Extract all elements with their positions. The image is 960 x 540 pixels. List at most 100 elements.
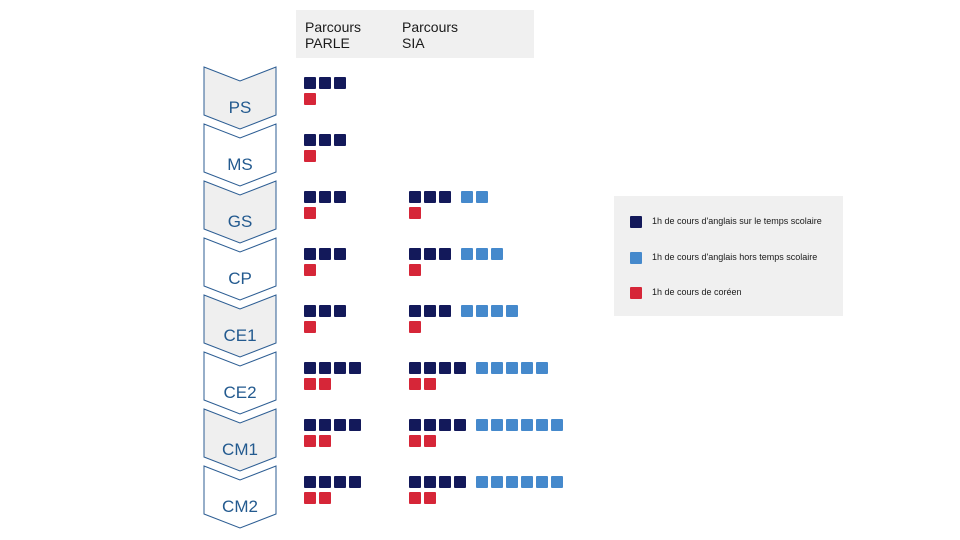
block-english-school bbox=[349, 476, 361, 488]
block-english-extra bbox=[461, 191, 473, 203]
block-korean bbox=[409, 492, 421, 504]
block-english-school bbox=[304, 476, 316, 488]
chevron-ce2 bbox=[203, 351, 277, 415]
block-english-extra bbox=[506, 419, 518, 431]
block-english-extra bbox=[521, 476, 533, 488]
block-english-school bbox=[439, 419, 451, 431]
level-label-cm1: CM1 bbox=[222, 440, 258, 459]
block-korean bbox=[304, 492, 316, 504]
block-korean bbox=[304, 378, 316, 390]
block-english-extra bbox=[476, 248, 488, 260]
block-english-school bbox=[319, 77, 331, 89]
block-english-extra bbox=[491, 476, 503, 488]
block-english-extra bbox=[551, 419, 563, 431]
block-english-school bbox=[319, 419, 331, 431]
block-english-extra bbox=[491, 248, 503, 260]
block-english-school bbox=[439, 248, 451, 260]
chevron-ps bbox=[203, 66, 277, 130]
block-english-extra bbox=[536, 419, 548, 431]
header-parcours-sia: Parcours SIA bbox=[402, 19, 458, 51]
block-english-school bbox=[334, 134, 346, 146]
block-english-extra bbox=[461, 305, 473, 317]
block-english-extra bbox=[476, 305, 488, 317]
block-english-school bbox=[349, 362, 361, 374]
block-english-extra bbox=[476, 362, 488, 374]
block-english-school bbox=[409, 305, 421, 317]
block-korean bbox=[304, 93, 316, 105]
block-english-school bbox=[409, 362, 421, 374]
block-korean bbox=[304, 207, 316, 219]
block-english-school bbox=[319, 362, 331, 374]
header-sia-line2: SIA bbox=[402, 35, 425, 51]
block-english-extra bbox=[506, 305, 518, 317]
block-english-school bbox=[319, 476, 331, 488]
level-label-ms: MS bbox=[227, 155, 253, 174]
block-korean bbox=[304, 435, 316, 447]
block-english-extra bbox=[476, 191, 488, 203]
block-english-school bbox=[409, 248, 421, 260]
legend-label: 1h de cours d'anglais hors temps scolair… bbox=[652, 252, 818, 262]
block-english-extra bbox=[521, 419, 533, 431]
block-korean bbox=[319, 435, 331, 447]
block-korean bbox=[409, 207, 421, 219]
block-english-school bbox=[424, 305, 436, 317]
block-english-school bbox=[304, 248, 316, 260]
block-english-school bbox=[409, 476, 421, 488]
legend-label: 1h de cours d'anglais sur le temps scola… bbox=[652, 216, 822, 226]
chevron-cm2 bbox=[203, 465, 277, 529]
block-english-school bbox=[334, 476, 346, 488]
legend-swatch-light bbox=[630, 252, 642, 264]
block-korean bbox=[424, 378, 436, 390]
block-english-school bbox=[334, 419, 346, 431]
block-english-extra bbox=[476, 476, 488, 488]
chevron-ce1 bbox=[203, 294, 277, 358]
block-english-school bbox=[304, 419, 316, 431]
block-korean bbox=[304, 264, 316, 276]
chevron-gs bbox=[203, 180, 277, 244]
block-english-school bbox=[334, 248, 346, 260]
block-english-school bbox=[454, 419, 466, 431]
header-parle-line1: Parcours bbox=[305, 19, 362, 35]
block-korean bbox=[409, 378, 421, 390]
chevron-cp bbox=[203, 237, 277, 301]
block-english-extra bbox=[521, 362, 533, 374]
block-english-school bbox=[319, 305, 331, 317]
block-korean bbox=[424, 492, 436, 504]
block-english-school bbox=[319, 248, 331, 260]
block-english-school bbox=[424, 191, 436, 203]
block-korean bbox=[319, 378, 331, 390]
level-label-ce2: CE2 bbox=[223, 383, 257, 402]
block-english-school bbox=[304, 362, 316, 374]
block-english-school bbox=[439, 476, 451, 488]
column-header-bar: Parcours PARLE Parcours SIA bbox=[296, 10, 534, 58]
block-english-school bbox=[424, 476, 436, 488]
block-english-school bbox=[439, 305, 451, 317]
block-english-school bbox=[439, 362, 451, 374]
block-english-extra bbox=[551, 476, 563, 488]
block-english-extra bbox=[491, 419, 503, 431]
block-english-extra bbox=[461, 248, 473, 260]
block-english-school bbox=[424, 362, 436, 374]
block-korean bbox=[409, 264, 421, 276]
block-korean bbox=[304, 321, 316, 333]
block-english-school bbox=[454, 362, 466, 374]
block-english-school bbox=[409, 419, 421, 431]
block-english-school bbox=[424, 419, 436, 431]
legend-swatch-red bbox=[630, 287, 642, 299]
header-parcours-parle: Parcours PARLE bbox=[305, 19, 361, 51]
legend-label: 1h de cours de coréen bbox=[652, 287, 742, 297]
block-korean bbox=[424, 435, 436, 447]
block-english-school bbox=[334, 305, 346, 317]
level-label-cm2: CM2 bbox=[222, 497, 258, 516]
block-korean bbox=[409, 435, 421, 447]
header-parle-line2: PARLE bbox=[305, 35, 350, 51]
block-korean bbox=[319, 492, 331, 504]
chevron-ms bbox=[203, 123, 277, 187]
block-english-school bbox=[439, 191, 451, 203]
level-label-gs: GS bbox=[227, 212, 253, 231]
chevron-cm1 bbox=[203, 408, 277, 472]
level-label-cp: CP bbox=[228, 269, 252, 288]
block-english-school bbox=[304, 134, 316, 146]
block-english-school bbox=[304, 77, 316, 89]
